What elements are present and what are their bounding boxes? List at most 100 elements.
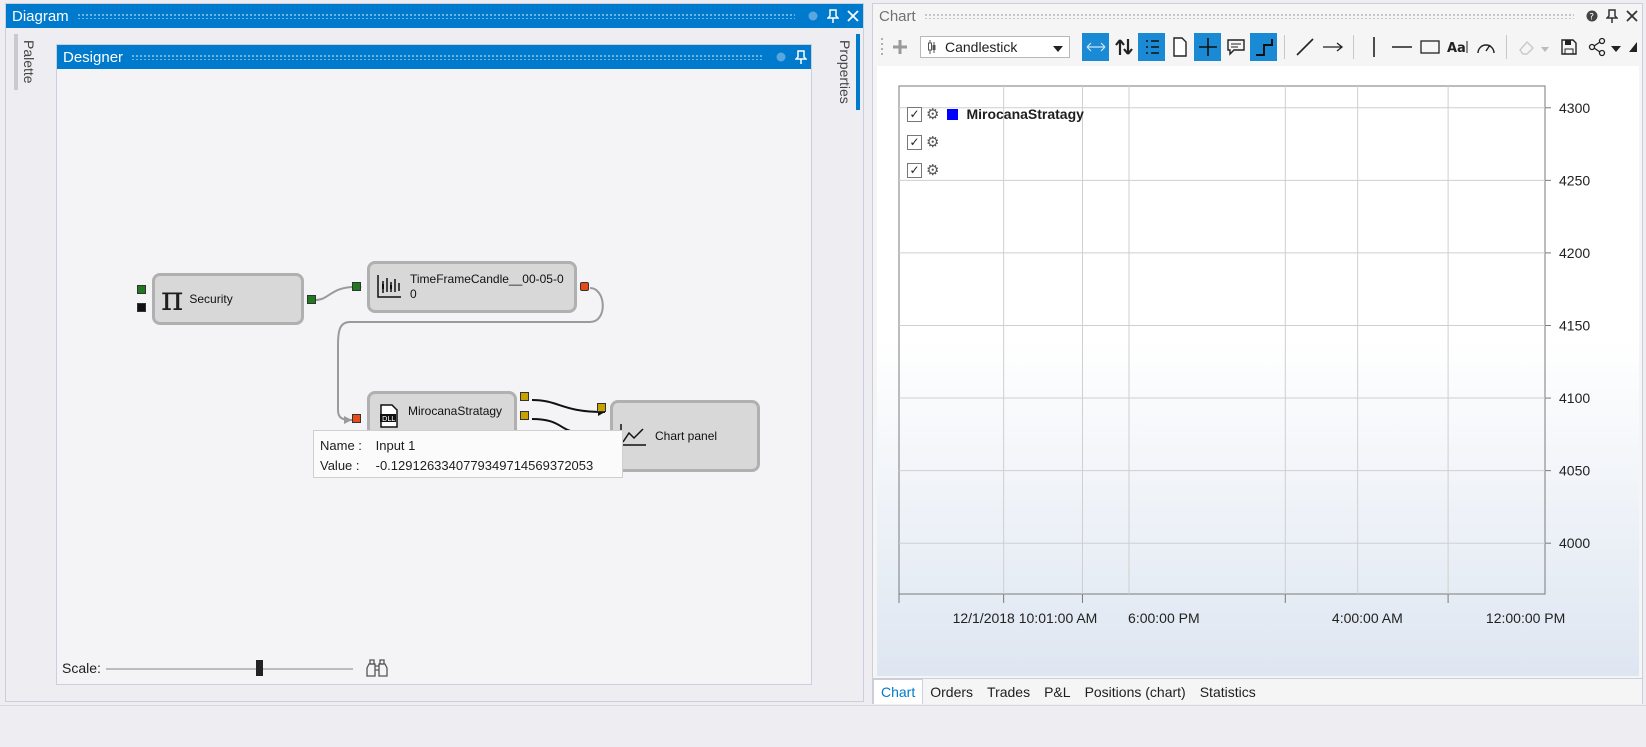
- pin-icon[interactable]: [791, 47, 811, 67]
- step-line-icon[interactable]: [1250, 33, 1277, 61]
- svg-text:Aa: Aa: [1447, 41, 1466, 55]
- checkbox-visible[interactable]: ✓: [907, 162, 922, 178]
- chart-input-port[interactable]: [597, 403, 606, 412]
- scroll-icon[interactable]: [1082, 33, 1109, 61]
- x-tick-label: 12:00:00 PM: [1486, 610, 1565, 626]
- chart-tab-trades[interactable]: Trades: [987, 684, 1031, 700]
- dropdown-icon[interactable]: [771, 47, 791, 67]
- y-tick-label: 4300: [1559, 100, 1590, 116]
- security-input-port[interactable]: [137, 303, 146, 312]
- gear-icon[interactable]: ⚙: [926, 134, 940, 151]
- plot-border: [898, 85, 1546, 595]
- comment-icon[interactable]: [1222, 33, 1249, 61]
- legend-row[interactable]: ✓ ⚙: [907, 132, 947, 152]
- pi-icon: π: [161, 279, 184, 319]
- scale-slider-thumb[interactable]: [256, 660, 264, 676]
- chart-tab-p-l[interactable]: P&L: [1044, 684, 1071, 700]
- pin-icon[interactable]: [1602, 6, 1622, 26]
- chart-titlebar[interactable]: Chart ?: [873, 4, 1642, 28]
- gear-icon[interactable]: ⚙: [926, 162, 940, 179]
- toolbar-grip-icon: [879, 33, 885, 61]
- security-output-port[interactable]: [307, 295, 316, 304]
- candle-output-port[interactable]: [580, 282, 589, 291]
- add-area-icon[interactable]: [886, 33, 913, 61]
- svg-text:?: ?: [1589, 13, 1594, 23]
- legend-row-series[interactable]: ✓ ⚙ MirocanaStratagy: [907, 104, 1084, 124]
- dll-icon: DLL: [378, 404, 400, 431]
- rectangle-icon[interactable]: [1416, 33, 1443, 61]
- strategy-input-port[interactable]: [352, 414, 361, 423]
- y-tick-label: 4100: [1559, 390, 1590, 406]
- close-icon[interactable]: [843, 6, 863, 26]
- chart-type-value: Candlestick: [945, 39, 1018, 55]
- draw-line-icon[interactable]: [1291, 33, 1318, 61]
- vertical-line-icon[interactable]: [1360, 33, 1387, 61]
- overflow-icon[interactable]: [1629, 40, 1637, 55]
- chart-panel-node[interactable]: Chart panel: [610, 400, 760, 472]
- share-icon[interactable]: [1583, 33, 1610, 61]
- drag-grip[interactable]: [923, 13, 1574, 19]
- gear-icon[interactable]: ⚙: [926, 106, 940, 123]
- close-icon[interactable]: [1622, 6, 1642, 26]
- designer-title: Designer: [63, 48, 124, 66]
- checkbox-visible[interactable]: ✓: [907, 106, 922, 122]
- port-tooltip: Name : Input 1 Value : -0.12912633407793…: [313, 430, 623, 478]
- candle-node[interactable]: TimeFrameCandle__00-05-0 0: [367, 261, 577, 313]
- candle-node-label: TimeFrameCandle__00-05-0 0: [410, 272, 564, 302]
- horizontal-line-icon[interactable]: [1388, 33, 1415, 61]
- strategy-output-port[interactable]: [520, 392, 529, 401]
- x-tick-label: 4:00:00 AM: [1332, 610, 1403, 626]
- status-area: [0, 705, 1646, 747]
- chart-tab-positions-chart-[interactable]: Positions (chart): [1084, 684, 1186, 700]
- checkbox-visible[interactable]: ✓: [907, 134, 922, 150]
- save-icon[interactable]: [1555, 33, 1582, 61]
- properties-tab[interactable]: Properties: [834, 34, 860, 110]
- chevron-down-icon[interactable]: [1611, 40, 1621, 55]
- x-tick-label: 6:00:00 PM: [1128, 610, 1200, 626]
- text-tool-icon[interactable]: Aa: [1444, 33, 1471, 61]
- candle-node-label-line2: 0: [410, 287, 417, 301]
- legend-list-icon[interactable]: [1138, 33, 1165, 61]
- help-icon[interactable]: ?: [1582, 6, 1602, 26]
- legend-row[interactable]: ✓ ⚙: [907, 160, 947, 180]
- crosshair-icon[interactable]: [1194, 33, 1221, 61]
- eraser-icon[interactable]: [1513, 33, 1540, 61]
- scale-label: Scale:: [62, 660, 101, 676]
- y-tick-label: 4150: [1559, 317, 1590, 333]
- security-input-port[interactable]: [137, 285, 146, 294]
- diagram-title: Diagram: [12, 7, 69, 25]
- sort-arrows-icon[interactable]: [1110, 33, 1137, 61]
- palette-tab[interactable]: Palette: [14, 34, 40, 90]
- strategy-node-label: MirocanaStratagy: [408, 404, 503, 418]
- diagram-titlebar[interactable]: Diagram: [6, 4, 863, 28]
- chart-tab-chart[interactable]: Chart: [873, 679, 924, 704]
- page-icon[interactable]: [1166, 33, 1193, 61]
- tooltip-value-value: -0.1291263340779349714569372053: [375, 458, 594, 473]
- chart-tab-statistics[interactable]: Statistics: [1199, 684, 1256, 700]
- chart-panel-node-label: Chart panel: [655, 429, 718, 443]
- candle-input-port[interactable]: [352, 282, 361, 291]
- security-node[interactable]: π Security: [152, 273, 304, 325]
- draw-ray-icon[interactable]: [1319, 33, 1346, 61]
- strategy-output-port[interactable]: [520, 411, 529, 420]
- y-tick-label: 4050: [1559, 463, 1590, 479]
- dropdown-icon[interactable]: [803, 6, 823, 26]
- diagram-connections: [314, 283, 606, 433]
- drag-grip[interactable]: [76, 13, 795, 19]
- y-tick-label: 4000: [1559, 535, 1590, 551]
- chart-tab-orders[interactable]: Orders: [930, 684, 974, 700]
- tooltip-value-row: Value : -0.1291263340779349714569372053: [320, 456, 616, 476]
- pin-icon[interactable]: [823, 6, 843, 26]
- chart-type-select[interactable]: Candlestick: [920, 36, 1070, 58]
- toolbar-separator: [1353, 35, 1354, 59]
- candlestick-icon: [928, 40, 936, 54]
- scale-slider-track[interactable]: [106, 668, 353, 670]
- chevron-down-icon[interactable]: [1541, 40, 1549, 55]
- drag-grip[interactable]: [131, 54, 763, 60]
- gauge-icon[interactable]: [1472, 33, 1499, 61]
- designer-titlebar[interactable]: Designer: [57, 45, 811, 69]
- designer-panel: Designer: [56, 44, 812, 685]
- binoculars-icon[interactable]: [366, 658, 388, 678]
